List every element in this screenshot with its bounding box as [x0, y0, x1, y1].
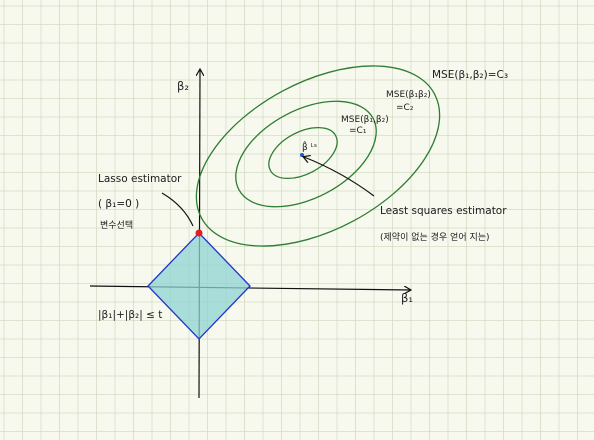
- ols-note: (제약이 없는 경우 얻어 지는): [380, 231, 490, 243]
- lasso-label: Lasso estimator: [98, 173, 182, 185]
- ols-point: [300, 153, 304, 157]
- lasso-point: [195, 229, 203, 237]
- x-axis-label: β₁: [401, 291, 413, 305]
- mse-contour-c2: [235, 100, 377, 208]
- lasso-note: 변수선택: [100, 220, 133, 231]
- mse-c3-label: MSE(β₁,β₂)=C₃: [432, 69, 508, 81]
- lasso-condition: ( β₁=0 ): [98, 198, 139, 210]
- ols-label: Least squares estimator: [380, 205, 507, 217]
- lasso-constraint-region: [147, 232, 251, 340]
- lasso-pointer-arrow: [161, 192, 194, 227]
- ols-symbol: β̂ ᴸˢ: [302, 140, 317, 153]
- mse-c1-label: MSE(β₁,β₂): [341, 115, 389, 125]
- mse-c2-value: =C₂: [396, 103, 414, 113]
- y-axis-label: β₂: [177, 79, 189, 93]
- constraint-label: |β₁|+|β₂| ≤ t: [98, 309, 162, 321]
- ols-pointer-arrow: [304, 157, 375, 197]
- x-axis: [89, 285, 410, 290]
- mse-c2-label: MSE(β₁β₂): [386, 90, 431, 100]
- mse-contour-c1: [268, 126, 338, 180]
- mse-contour-c3: [195, 65, 441, 247]
- mse-c1-value: =C₁: [349, 126, 367, 136]
